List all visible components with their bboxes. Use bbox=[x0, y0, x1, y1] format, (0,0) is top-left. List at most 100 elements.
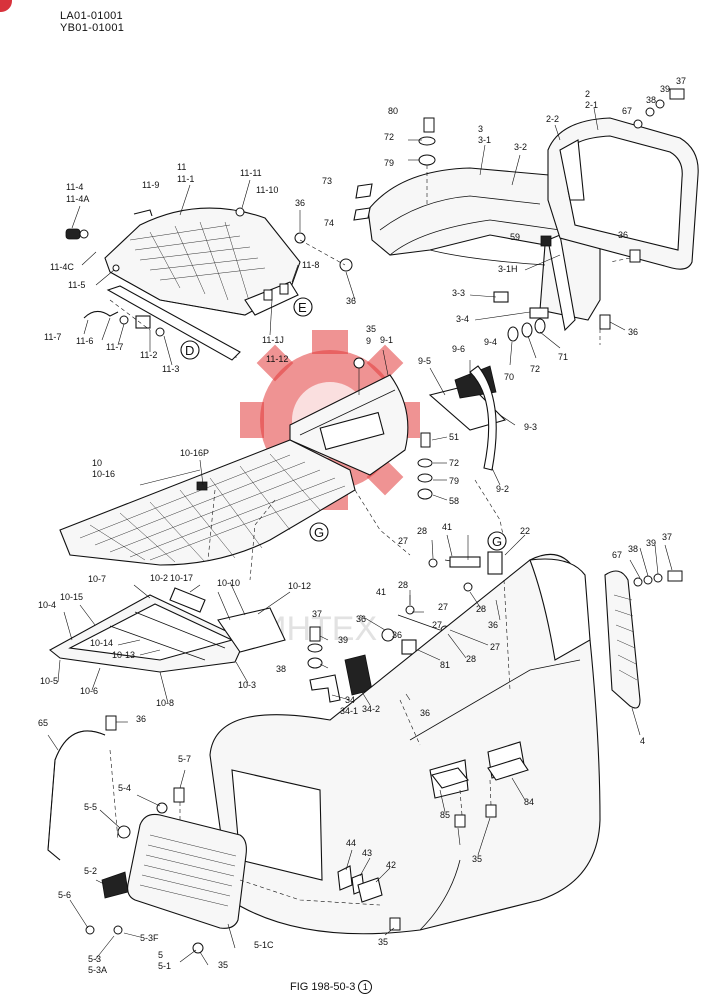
callout: 72 bbox=[530, 364, 540, 374]
callout: 11-12 bbox=[266, 354, 288, 364]
callout: 3-1 bbox=[478, 135, 491, 145]
callout: 38 bbox=[276, 664, 286, 674]
plate-9 bbox=[289, 357, 409, 476]
header-line-1: LA01-01001 bbox=[60, 10, 123, 22]
callout: 10 bbox=[92, 458, 102, 468]
callout: 5-7 bbox=[178, 754, 191, 764]
callout: 43 bbox=[362, 848, 372, 858]
callout: 11-3 bbox=[162, 364, 179, 374]
callout: 67 bbox=[612, 550, 622, 560]
callout: 9-4 bbox=[484, 337, 497, 347]
panel-9-5 bbox=[428, 384, 507, 431]
callout: 11-8 bbox=[302, 260, 319, 270]
callout: 71 bbox=[558, 352, 568, 362]
housing bbox=[209, 553, 601, 935]
callout: 22 bbox=[520, 526, 530, 536]
callout: 27 bbox=[398, 536, 408, 546]
callout: 11-2 bbox=[140, 350, 157, 360]
callout: 3-4 bbox=[456, 314, 469, 324]
header-line-2: YB01-01001 bbox=[60, 22, 125, 34]
callout: 3-2 bbox=[514, 142, 527, 152]
callout: 11 bbox=[177, 162, 186, 172]
cover-11 bbox=[104, 207, 301, 316]
callout: 11-11 bbox=[240, 168, 262, 178]
callout: 10-13 bbox=[112, 650, 135, 660]
callout: 11-1J bbox=[262, 335, 284, 345]
small-parts-11 bbox=[65, 207, 306, 337]
callout: 10-7 bbox=[88, 574, 106, 584]
callout: 70 bbox=[504, 372, 514, 382]
section-letter-d: D bbox=[185, 343, 194, 358]
callout: 36 bbox=[346, 296, 356, 306]
callout: 3 bbox=[478, 124, 483, 134]
callout: 5-1C bbox=[254, 940, 274, 950]
callout: 10-8 bbox=[156, 698, 174, 708]
callout: 41 bbox=[376, 587, 386, 597]
frame-3 bbox=[367, 167, 601, 332]
callout: 10-3 bbox=[238, 680, 256, 690]
callout: 5-3 bbox=[88, 954, 101, 964]
callout: 85 bbox=[440, 810, 450, 820]
callout: 28 bbox=[466, 654, 476, 664]
callout: 72 bbox=[384, 132, 394, 142]
callout: 5-3A bbox=[88, 965, 107, 975]
frame-2 bbox=[547, 117, 699, 270]
callout: 36 bbox=[295, 198, 305, 208]
callout: 36 bbox=[392, 630, 402, 640]
callout: 67 bbox=[622, 106, 632, 116]
callout: 5-5 bbox=[84, 802, 97, 812]
callout: 36 bbox=[488, 620, 498, 630]
callout: 11-5 bbox=[68, 280, 85, 290]
mat-10-7 bbox=[49, 587, 286, 673]
callout: 41 bbox=[442, 522, 452, 532]
section-letter-g: G bbox=[314, 525, 324, 540]
callout: 11-7 bbox=[44, 332, 61, 342]
callout: 44 bbox=[346, 838, 356, 848]
callout: 39 bbox=[338, 635, 348, 645]
callout: 10-2 bbox=[150, 573, 168, 583]
callout: 28 bbox=[398, 580, 408, 590]
callout: 11-7 bbox=[106, 342, 123, 352]
callout: 9-6 bbox=[452, 344, 465, 354]
callout: 5-1 bbox=[158, 961, 171, 971]
callout: 11-4C bbox=[50, 262, 74, 272]
callout: 59 bbox=[510, 232, 520, 242]
section-letter-e: E bbox=[298, 300, 307, 315]
callout: 9-5 bbox=[418, 356, 431, 366]
callout: 10-15 bbox=[60, 592, 83, 602]
callout: 84 bbox=[524, 797, 534, 807]
callout: 65 bbox=[38, 718, 48, 728]
callout: 11-4A bbox=[66, 194, 89, 204]
callout-labels: 11-4 11-4A 11-9 11 11-1 11-11 11-10 36 1… bbox=[38, 76, 686, 975]
callout: 37 bbox=[312, 609, 322, 619]
callout: 5 bbox=[158, 950, 163, 960]
callout: 10-16 bbox=[92, 469, 115, 479]
callout: 5-6 bbox=[58, 890, 71, 900]
callout: 11-1 bbox=[177, 174, 194, 184]
callout: 34-1 bbox=[340, 706, 358, 716]
callout: 10-6 bbox=[80, 686, 98, 696]
grille-4 bbox=[604, 570, 683, 709]
section-letters: D E G G bbox=[180, 297, 507, 551]
callout: 72 bbox=[449, 458, 459, 468]
bolts-51-58 bbox=[417, 432, 433, 500]
brackets bbox=[337, 757, 529, 931]
figure-caption-text: FIG 198-50-3 bbox=[290, 980, 356, 993]
callout: 79 bbox=[384, 158, 394, 168]
callout: 36 bbox=[618, 230, 628, 240]
callout: 11-6 bbox=[76, 336, 93, 346]
callout: 10-16P bbox=[180, 448, 209, 458]
small-parts-3 bbox=[339, 88, 685, 342]
callout: 2-2 bbox=[546, 114, 559, 124]
callout: 34 bbox=[345, 695, 355, 705]
callout: 27 bbox=[490, 642, 500, 652]
callout: 39 bbox=[646, 538, 656, 548]
callout: 9-3 bbox=[524, 422, 537, 432]
callout: 11-4 bbox=[66, 182, 83, 192]
callout: 36 bbox=[420, 708, 430, 718]
callout: 39 bbox=[660, 84, 670, 94]
leader-lines bbox=[47, 107, 673, 966]
callout: 35 bbox=[378, 937, 388, 947]
callout: 35 bbox=[218, 960, 228, 970]
